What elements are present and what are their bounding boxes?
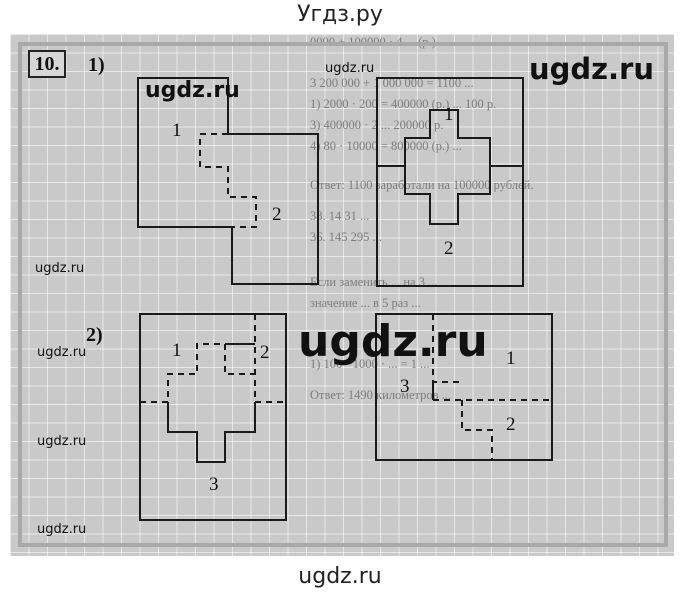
figure-1a: [137, 77, 319, 285]
figure-1a-piece-2: 2: [272, 204, 282, 225]
figure-2b-piece-3: 3: [400, 376, 410, 397]
exercise-frame: [18, 42, 668, 547]
watermark: ugdz.ru: [37, 522, 87, 537]
figure-1b-piece-2: 2: [444, 238, 454, 259]
bleed-line: 1) 100 · 1000 · ... = 1 ...: [310, 357, 430, 371]
figure-1a-piece-1: 1: [172, 120, 182, 141]
watermark: ugdz.ru: [35, 261, 85, 276]
bleed-line: 3 200 000 + 1 000 000 = 1100 ...: [310, 76, 474, 90]
bleed-line: 36. 145 295 ...: [310, 230, 382, 244]
watermark: ugdz.ru: [529, 52, 655, 86]
watermark: ugdz.ru: [37, 434, 87, 449]
figure-2b-piece-1: 1: [506, 348, 516, 369]
figure-2b-piece-2: 2: [506, 414, 516, 435]
site-footer: ugdz.ru: [298, 564, 382, 589]
bleed-line: Ответ: 1100 заработали на 100000 рублей.: [310, 178, 534, 192]
watermark: ugdz.ru: [325, 61, 375, 76]
bleed-line: 4) 80 · 10000 = 800000 (р.) ...: [310, 139, 462, 153]
figure-2a-piece-1: 1: [172, 340, 182, 361]
part2-label: 2): [86, 324, 103, 346]
figure-2a-piece-3: 3: [209, 474, 219, 495]
bleed-line: значение ... в 5 раз ...: [310, 296, 421, 310]
figure-2a: [139, 313, 287, 521]
figure-1b-piece-1: 1: [444, 104, 454, 125]
part1-label: 1): [88, 54, 105, 76]
watermark: ugdz.ru: [37, 345, 87, 360]
site-header: Угдз.ру: [297, 2, 383, 27]
exercise-number: 10.: [28, 50, 66, 78]
bleed-line: 1) 2000 · 200 = 400000 (р.) ... 100 р.: [310, 97, 497, 111]
figure-1b: [376, 77, 524, 287]
bleed-line: Ответ: 1490 километров ...: [310, 388, 452, 402]
watermark: ugdz.ru: [145, 78, 240, 103]
figure-2b: [375, 313, 553, 461]
figure-2a-piece-2: 2: [260, 342, 270, 363]
bleed-line: 38. 14 31 ...: [310, 209, 370, 223]
watermark: ugdz.ru: [298, 316, 488, 367]
textbook-scan: 0000 + 100000 · 4 ... (р.) 3 200 000 + 1…: [10, 34, 674, 556]
cut-figures: [137, 77, 553, 521]
